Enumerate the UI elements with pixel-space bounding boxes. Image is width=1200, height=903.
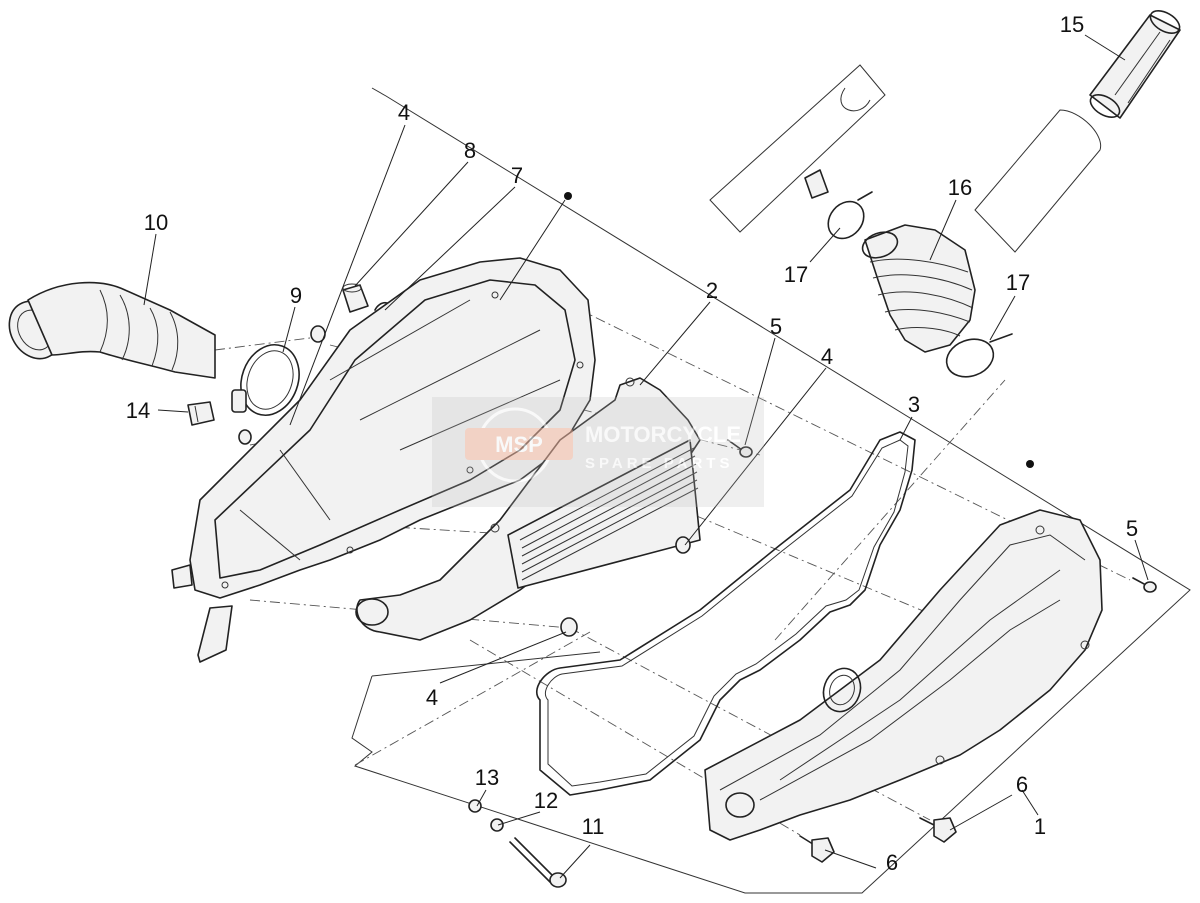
watermark-sub: SPARE PARTS	[585, 455, 733, 472]
callout-8: 8	[464, 138, 476, 163]
callout-4-top: 4	[398, 100, 410, 125]
reference-dots	[564, 192, 1034, 468]
leader-lines	[143, 34, 1149, 879]
filter-housing	[171, 257, 596, 663]
washers-housing	[238, 325, 326, 445]
callout-5-mid: 5	[770, 314, 782, 339]
intake-duct	[8, 281, 216, 379]
screws-6	[799, 817, 957, 863]
callout-4-bottom: 4	[426, 685, 438, 710]
callout-14: 14	[126, 398, 150, 423]
bolt-washers	[468, 799, 567, 888]
gasket	[536, 431, 916, 796]
filter-element	[355, 377, 701, 641]
callout-15: 15	[1060, 12, 1084, 37]
callout-7: 7	[511, 163, 523, 188]
callout-16: 16	[948, 175, 972, 200]
callout-13: 13	[475, 765, 499, 790]
callout-17-left: 17	[784, 262, 808, 287]
callout-5-right: 5	[1126, 516, 1138, 541]
callout-9: 9	[290, 283, 302, 308]
callout-6-bottom: 6	[886, 850, 898, 875]
callout-labels: 10 9 14 4 8 7 2 5 4 3 15 16 17 17 5 4 13…	[126, 12, 1138, 875]
callout-2: 2	[706, 278, 718, 303]
housing-cover	[704, 509, 1103, 841]
callout-11: 11	[582, 814, 605, 839]
callout-3: 3	[908, 392, 920, 417]
screws-5	[727, 439, 1157, 593]
duct-section	[709, 64, 1102, 253]
callout-17-right: 17	[1006, 270, 1030, 295]
bellows-16	[861, 224, 976, 353]
pre-filter-15	[1089, 10, 1181, 119]
watermark-brand: MOTORCYCLE	[585, 422, 741, 447]
washers-4	[560, 536, 691, 637]
hose-clamp-9	[231, 344, 300, 416]
watermark: MSP MOTORCYCLE SPARE PARTS	[432, 397, 764, 507]
callout-6-right: 6	[1016, 772, 1028, 797]
watermark-logo: MSP	[495, 432, 543, 457]
clip-nut	[187, 401, 215, 426]
callout-12: 12	[534, 788, 558, 813]
callout-4-mid: 4	[821, 344, 833, 369]
callout-1: 1	[1034, 814, 1046, 839]
clamps-17	[827, 191, 1013, 378]
callout-10: 10	[144, 210, 168, 235]
